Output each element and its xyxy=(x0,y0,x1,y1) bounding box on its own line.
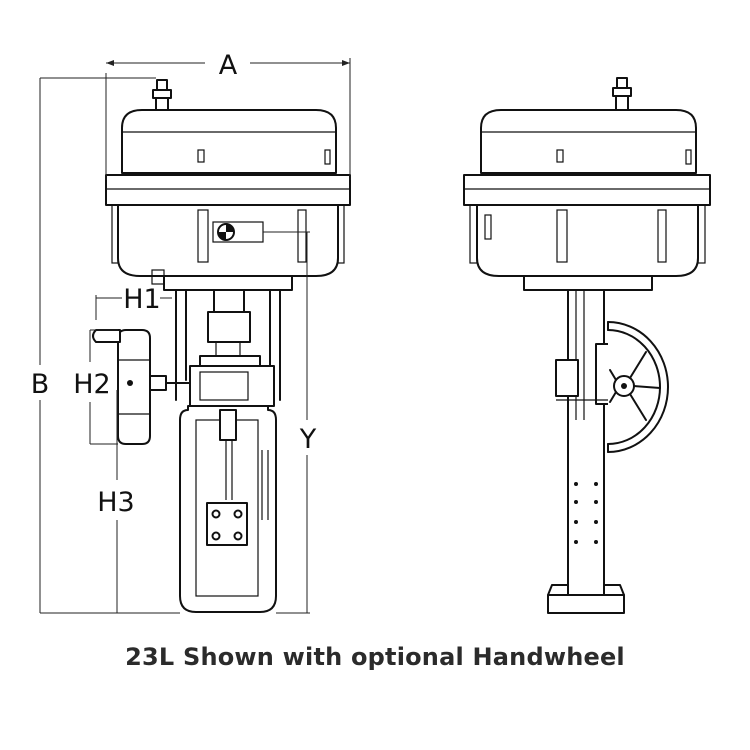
dim-label-b: B xyxy=(31,369,50,400)
handwheel-front xyxy=(92,329,151,445)
diaphragm-case-upper-front xyxy=(121,109,337,174)
dimension-y: Y xyxy=(263,231,317,614)
dimension-h1: H1 xyxy=(95,284,172,320)
dimension-h2: H2 xyxy=(73,329,133,445)
case-flange-front xyxy=(105,174,351,206)
handwheel-side xyxy=(607,321,669,453)
dim-label-h2: H2 xyxy=(73,369,110,400)
figure-caption: 23L Shown with optional Handwheel xyxy=(125,643,625,671)
yoke-front xyxy=(175,289,281,401)
actuator-front-view xyxy=(92,79,351,613)
gearbox-side xyxy=(555,343,620,405)
dimension-b: B xyxy=(31,77,180,614)
travel-indicator-front xyxy=(212,221,264,243)
lower-housing-front xyxy=(179,405,277,613)
dim-label-a: A xyxy=(219,50,238,81)
stem-coupling-front xyxy=(199,289,261,367)
vent-fitting-front xyxy=(152,79,172,111)
dimension-h3: H3 xyxy=(97,390,135,613)
diaphragm-case-lower-side xyxy=(476,204,699,277)
actuator-side-view xyxy=(463,77,711,614)
dimension-a: A xyxy=(105,50,351,180)
handwheel-gearbox xyxy=(129,365,275,407)
dim-label-y: Y xyxy=(299,424,317,455)
dim-label-h3: H3 xyxy=(97,487,134,518)
vent-fitting-side xyxy=(612,77,632,111)
diaphragm-case-upper-side xyxy=(480,109,697,174)
dim-label-h1: H1 xyxy=(123,284,160,315)
case-flange-side xyxy=(463,174,711,206)
yoke-column-side xyxy=(547,289,625,614)
